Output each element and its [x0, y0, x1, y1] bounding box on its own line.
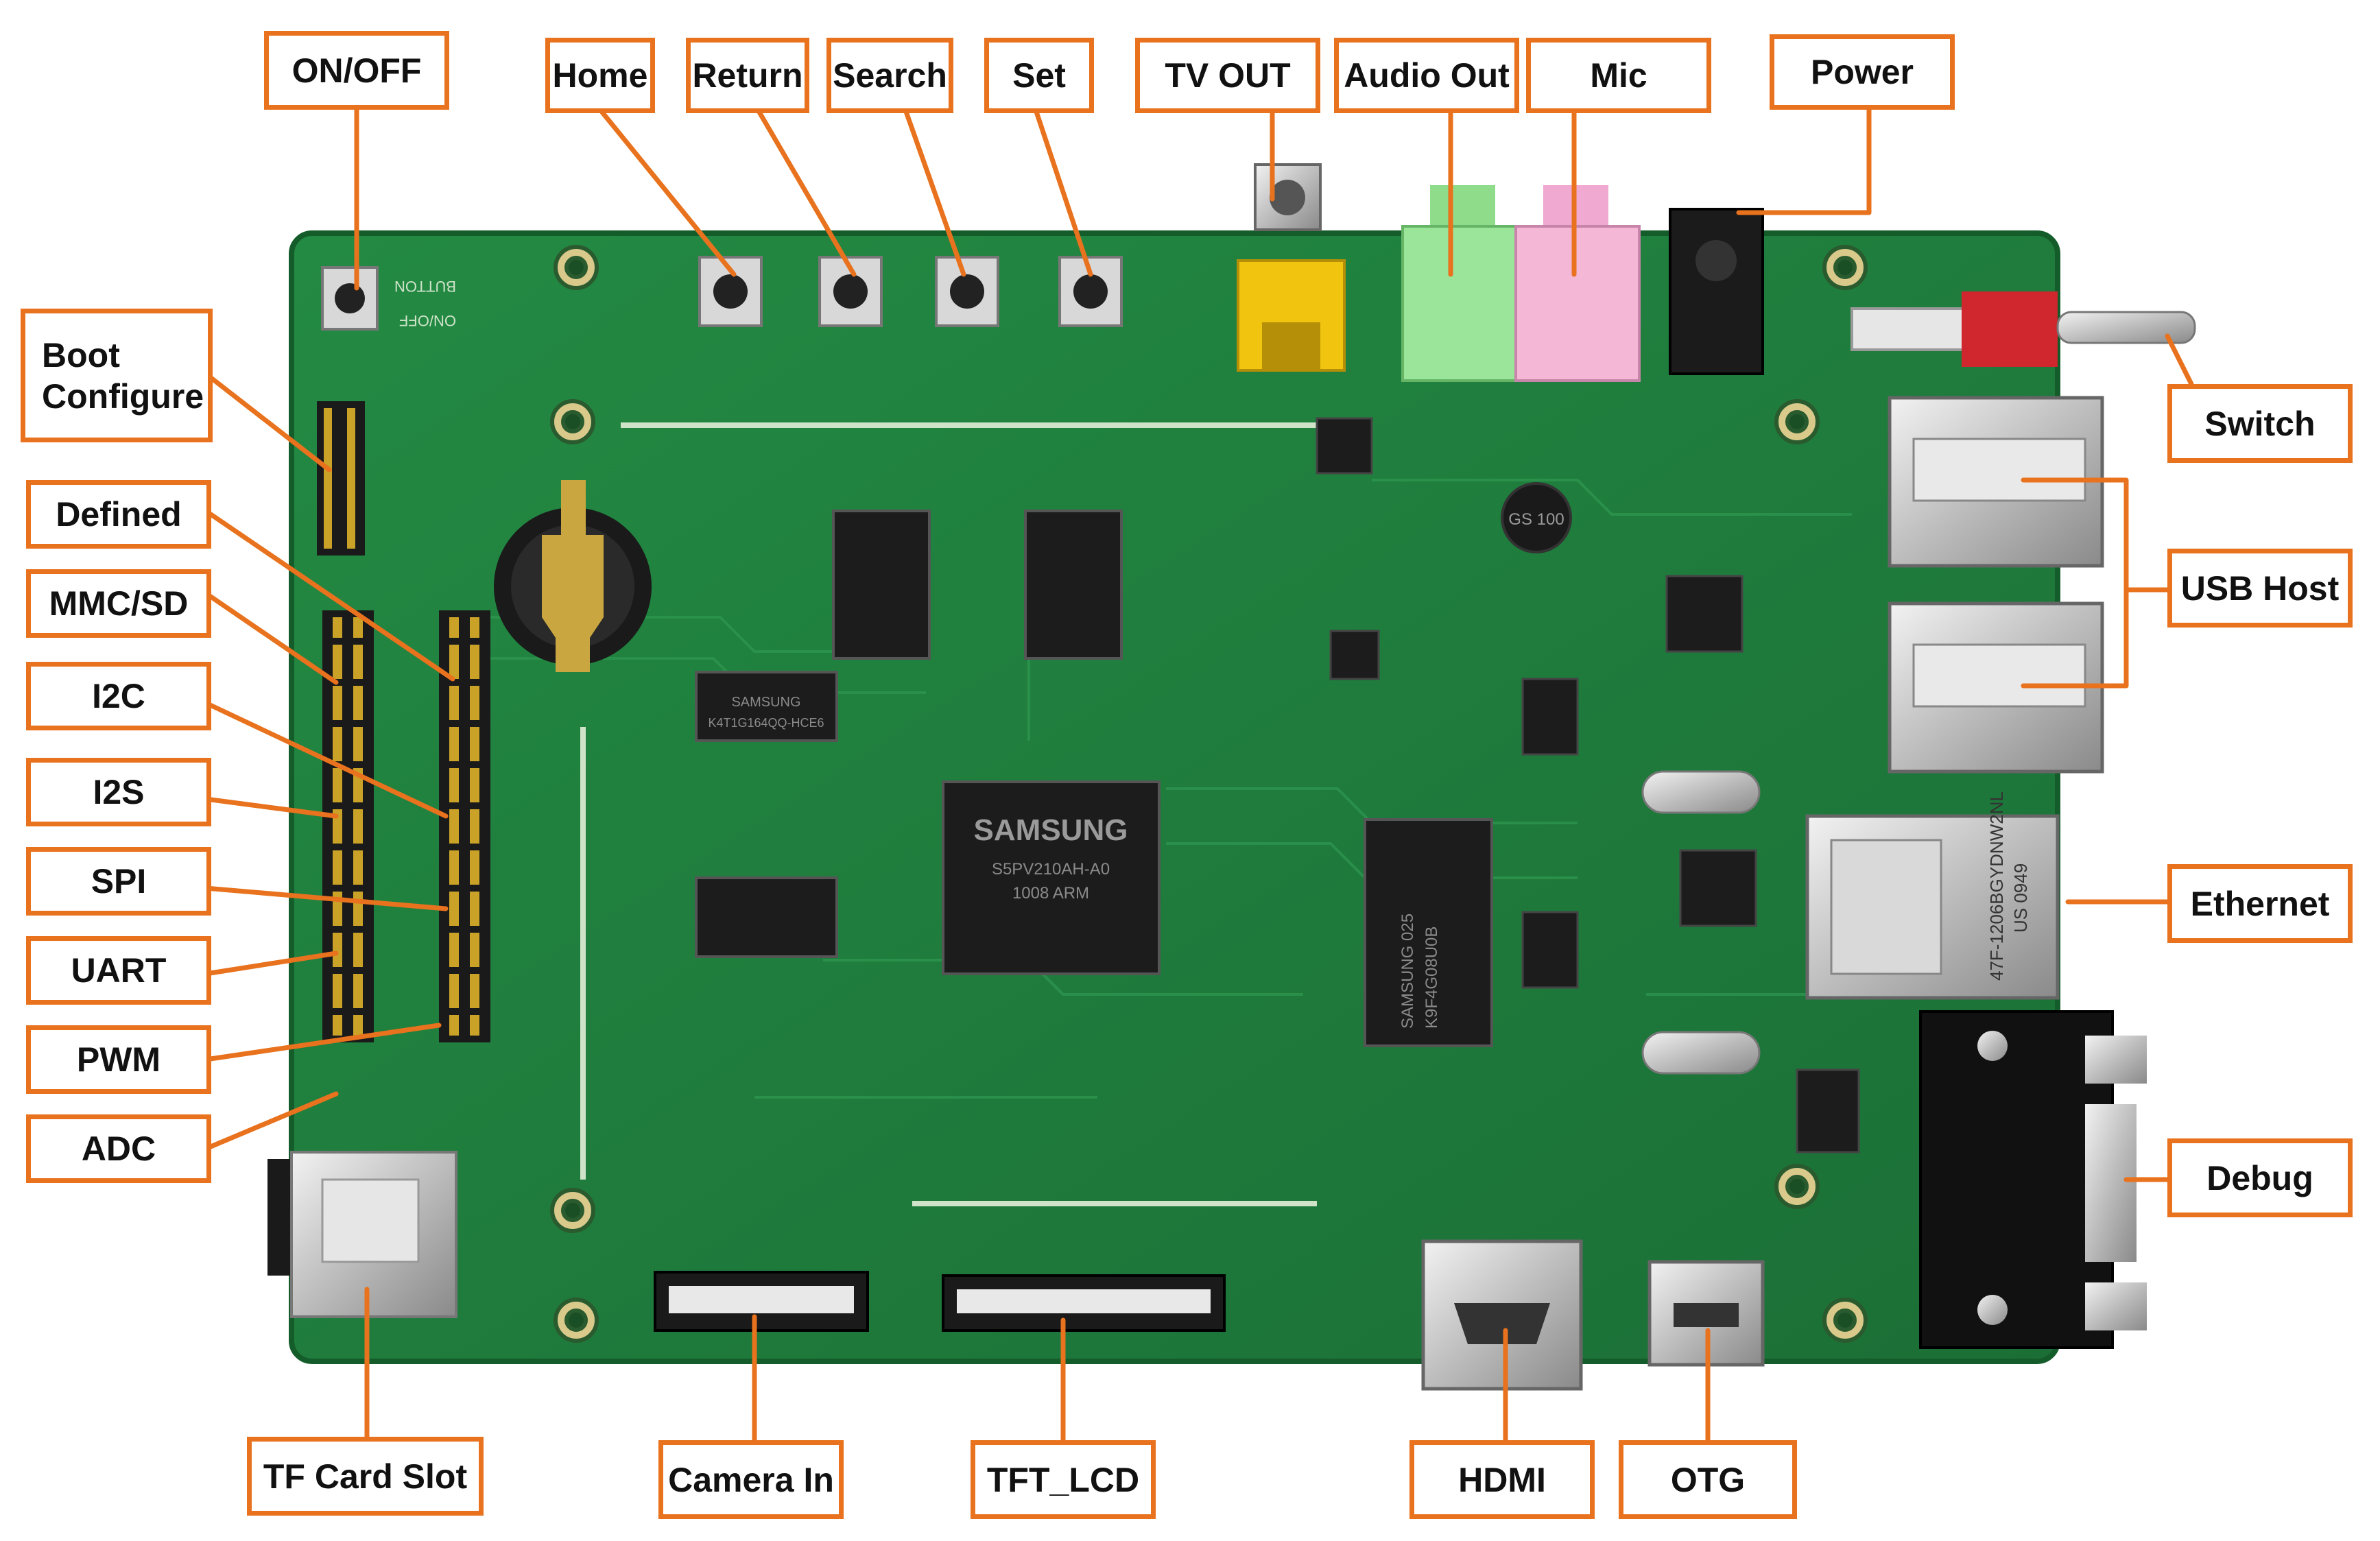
svg-text:US 0949: US 0949 [2010, 863, 2031, 933]
ram-chips [695, 510, 1123, 958]
svg-text:47F-1206BGYDNW2NL: 47F-1206BGYDNW2NL [1986, 791, 2007, 981]
label-home: Home [545, 38, 655, 113]
coin-cell-holder [494, 480, 652, 672]
label-i2s: I2S [26, 758, 211, 826]
misc-ics [1316, 417, 1860, 1154]
db9-connector [1919, 1010, 2147, 1349]
audio-out-jack [1401, 185, 1524, 382]
label-pwm: PWM [26, 1025, 211, 1094]
label-otg: OTG [1619, 1440, 1797, 1519]
label-set: Set [984, 38, 1094, 113]
label-i2c: I2C [26, 662, 211, 730]
mounting-holes [550, 245, 1868, 1343]
label-return: Return [686, 38, 809, 113]
label-mic: Mic [1526, 38, 1711, 113]
svg-text:SAMSUNG 025: SAMSUNG 025 [1399, 913, 1417, 1029]
label-tv-out: TV OUT [1135, 38, 1320, 113]
mic-jack [1514, 185, 1641, 382]
label-camera-in: Camera In [658, 1440, 844, 1519]
soc-chip: SAMSUNG S5PV210AH-A0 1008 ARM [942, 780, 1161, 975]
callout-lines [203, 104, 2194, 1443]
label-debug: Debug [2167, 1138, 2353, 1217]
svg-text:S5PV210AH-A0: S5PV210AH-A0 [992, 860, 1110, 879]
svg-text:1008 ARM: 1008 ARM [1012, 884, 1089, 903]
label-mmc-sd: MMC/SD [26, 569, 211, 638]
label-ethernet: Ethernet [2167, 864, 2353, 943]
nand-flash-chip: SAMSUNG 025 K9F4G08U0B [1364, 818, 1493, 1047]
label-boot-configure: Boot Configure [21, 309, 213, 442]
label-search: Search [826, 38, 953, 113]
onoff-silk: ON/OFF [399, 312, 456, 329]
svg-text:K9F4G08U0B: K9F4G08U0B [1423, 927, 1441, 1029]
crystals [1641, 770, 1761, 1075]
ram-label: SAMSUNG [731, 695, 800, 710]
camera-fpc-connector [654, 1271, 869, 1332]
label-tft-lcd: TFT_LCD [971, 1440, 1156, 1519]
label-power: Power [1770, 34, 1955, 110]
gpio-header-left [322, 610, 490, 1042]
tf-card-socket [267, 1151, 457, 1318]
label-uart: UART [26, 936, 211, 1005]
lcd-fpc-connector [942, 1274, 1226, 1332]
toggle-switch [1851, 291, 2196, 367]
label-switch: Switch [2167, 384, 2353, 463]
label-spi: SPI [26, 847, 211, 916]
dc-power-jack [1669, 208, 1764, 375]
label-on-off: ON/OFF [264, 31, 449, 110]
inductor: GS 100 [1501, 482, 1572, 553]
ram-part-label: K4T1G164QQ-HCE6 [708, 716, 824, 730]
svg-text:GS 100: GS 100 [1508, 510, 1564, 529]
silkscreen-lines [580, 422, 1344, 1206]
hdmi-connector [1421, 1239, 1583, 1391]
label-audio-out: Audio Out [1334, 38, 1519, 113]
label-hdmi: HDMI [1409, 1440, 1595, 1519]
label-usb-host: USB Host [2167, 549, 2353, 628]
svg-text:SAMSUNG: SAMSUNG [974, 813, 1128, 847]
label-adc: ADC [26, 1114, 211, 1183]
label-tf-card-slot: TF Card Slot [247, 1437, 484, 1516]
ethernet-jack: 47F-1206BGYDNW2NL US 0949 [1805, 791, 2060, 1000]
button-silk: BUTTON [394, 278, 456, 295]
rca-connector [1237, 163, 1346, 372]
label-defined: Defined [26, 480, 211, 549]
boot-config-jumpers [317, 401, 365, 556]
